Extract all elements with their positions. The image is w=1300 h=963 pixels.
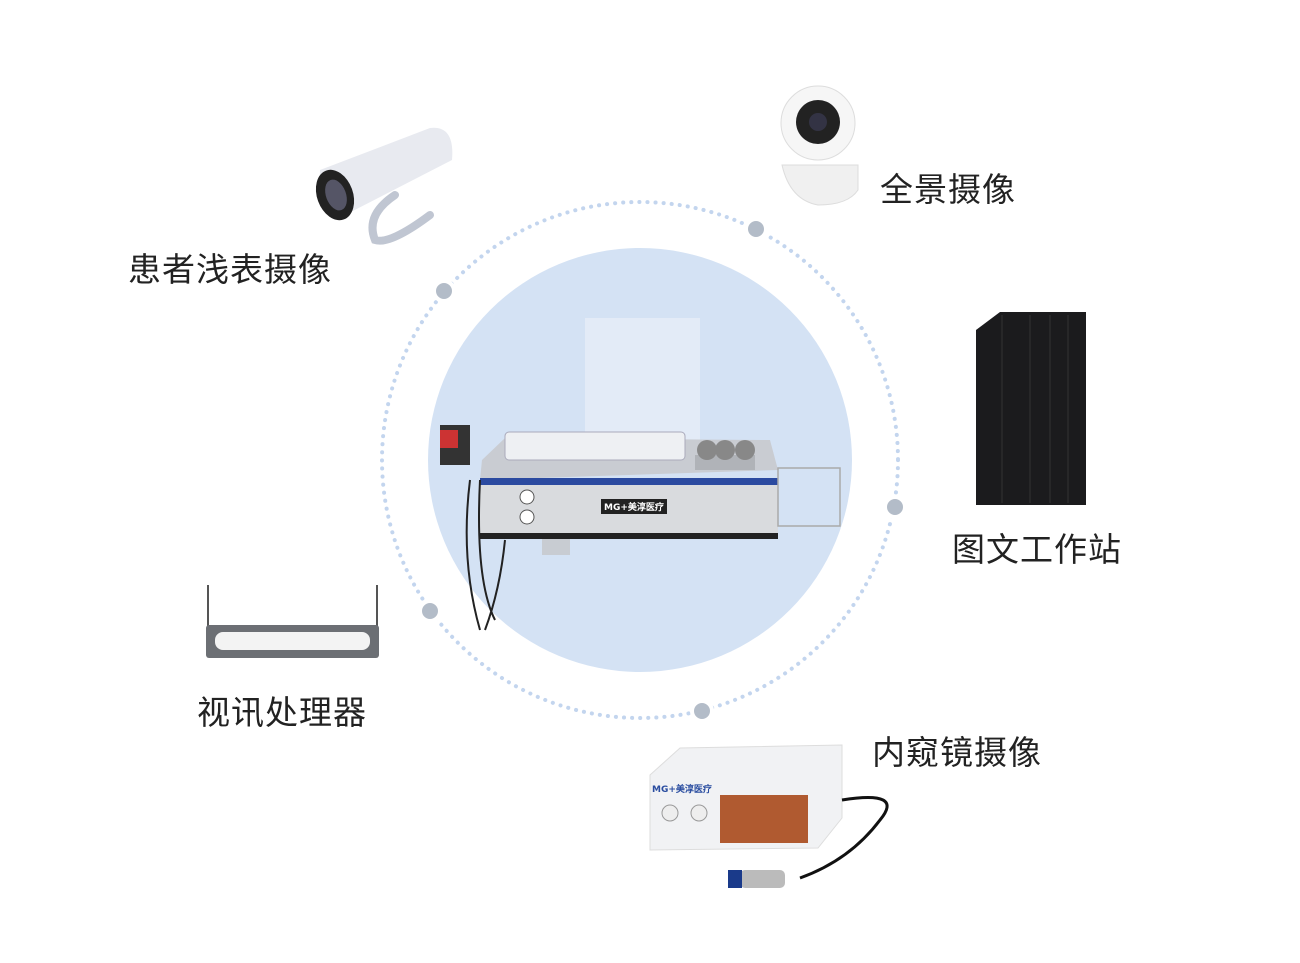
label-workstation: 图文工作站 <box>952 530 1122 569</box>
surface-camera-icon <box>315 127 453 245</box>
label-surface-camera: 患者浅表摄像 <box>128 250 332 289</box>
video-processor-icon <box>206 585 379 658</box>
node-panoramic <box>744 217 768 241</box>
label-video-processor: 视讯处理器 <box>197 693 367 732</box>
node-workstation <box>883 495 907 519</box>
dotted-ring <box>380 200 900 720</box>
panoramic-camera-icon <box>780 85 859 206</box>
ring-nodes <box>418 217 907 723</box>
node-endoscope <box>690 699 714 723</box>
node-surface <box>432 279 456 303</box>
endoscope-logo: MG+美淳医疗 <box>652 785 712 795</box>
node-processor <box>418 599 442 623</box>
central-workstation-icon <box>440 318 841 631</box>
center-logo: MG+美淳医疗 <box>601 499 667 514</box>
label-panoramic-camera: 全景摄像 <box>880 170 1016 209</box>
tower-pc-icon <box>976 312 1086 505</box>
label-endoscope-camera: 内窥镜摄像 <box>872 733 1042 772</box>
endoscope-camera-icon <box>649 744 889 888</box>
